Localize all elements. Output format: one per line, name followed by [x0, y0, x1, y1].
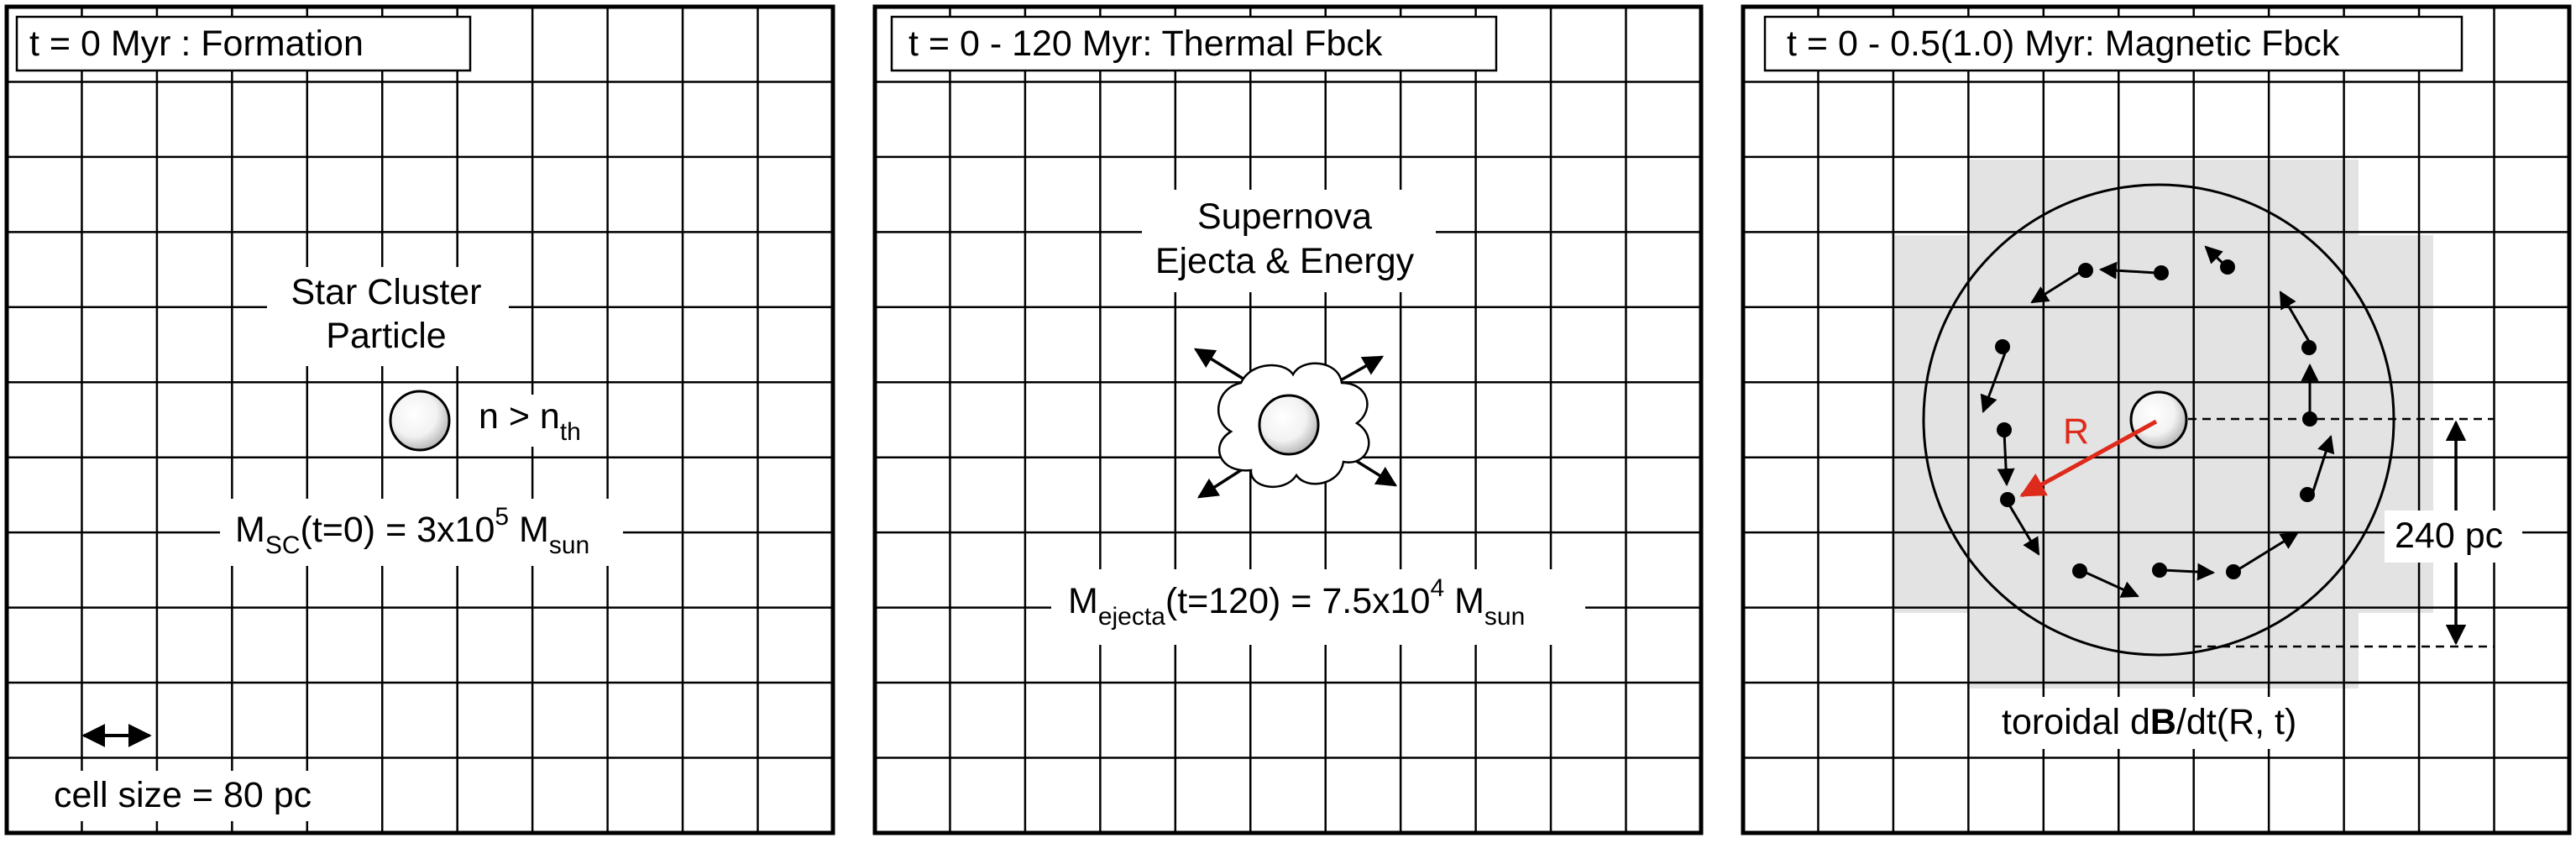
title-box: t = 0 Myr : Formation [15, 15, 472, 72]
title-box: t = 0 - 120 Myr: Thermal Fbck [890, 15, 1498, 72]
star-cluster-particle [1258, 394, 1320, 456]
panel-border [1741, 4, 2572, 835]
panel-title: t = 0 - 120 Myr: Thermal Fbck [908, 24, 1383, 64]
radius-label: R [2063, 411, 2089, 452]
panel-title: t = 0 - 0.5(1.0) Myr: Magnetic Fbck [1787, 24, 2340, 64]
panel-border [4, 4, 835, 835]
panel-title: t = 0 Myr : Formation [29, 24, 364, 64]
cell-size-label: cell size = 80 pc [54, 775, 312, 815]
supernova-label: Supernova [1197, 196, 1372, 237]
title-box: t = 0 - 0.5(1.0) Myr: Magnetic Fbck [1763, 15, 2463, 72]
panel-formation: t = 0 Myr : Formation Star Cluster Parti… [4, 4, 835, 835]
radius-arrow [2019, 419, 2158, 498]
panel-thermal-feedback: t = 0 - 120 Myr: Thermal Fbck Supernova … [872, 4, 1704, 835]
star-cluster-particle [2129, 390, 2188, 449]
panel-border [872, 4, 1704, 835]
cluster-mass-label: MSC(t=0) = 3x105 Msun [235, 503, 589, 559]
toroidal-field-caption: toroidal dB/dt(R, t) [2002, 702, 2296, 742]
field-points [1995, 259, 2317, 579]
panel-magnetic-feedback: t = 0 - 0.5(1.0) Myr: Magnetic Fbck [1741, 4, 2572, 835]
scale-label: 240 pc [2395, 516, 2503, 556]
star-cluster-label: Star Cluster [291, 272, 481, 312]
grid [1743, 7, 2569, 833]
ejecta-energy-label: Ejecta & Energy [1155, 241, 1415, 281]
star-cluster-particle [389, 390, 451, 452]
particle-label: Particle [326, 316, 446, 356]
toroidal-field-arrows [1980, 245, 2335, 598]
density-threshold: n > nth [479, 396, 581, 446]
ejecta-mass-label: Mejecta(t=120) = 7.5x104 Msun [1068, 574, 1525, 631]
